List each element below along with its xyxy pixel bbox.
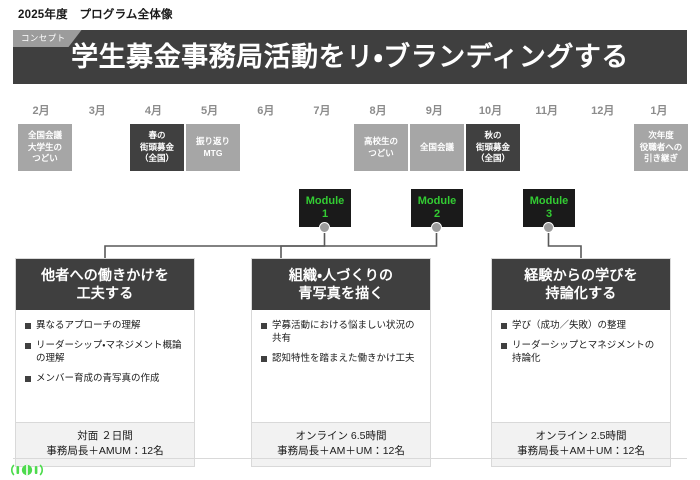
- module-box-1[interactable]: Module 1: [299, 189, 351, 227]
- bullet-square-icon: [261, 355, 267, 362]
- bullet-square-icon: [25, 375, 31, 382]
- brand-logo-icon: [10, 464, 44, 476]
- bullet-text: 異なるアプローチの理解: [36, 320, 141, 331]
- month-label: 9月: [425, 105, 443, 117]
- program-card-2[interactable]: 組織・人づくりの 青写真を描く 学募活動における悩ましい状況の共有 認知特性を踏…: [251, 258, 431, 467]
- banner-title: 学生募金事務局活動をリ・ブランディングする: [71, 42, 629, 72]
- bullet-square-icon: [261, 322, 267, 329]
- list-item: 学募活動における悩ましい状況の共有: [261, 319, 422, 345]
- timeline-event-box: 振り返り MTG: [186, 124, 240, 171]
- month-label: 11月: [535, 105, 558, 117]
- month-label: 2月: [32, 105, 50, 117]
- month-label: 1月: [650, 105, 668, 117]
- month-label: 4月: [144, 105, 162, 117]
- timeline-event-box: 高校生の つどい: [354, 124, 408, 171]
- month-label: 3月: [88, 105, 106, 117]
- list-item: 異なるアプローチの理解: [25, 319, 186, 332]
- bullet-text: リーダーシップとマネジメントの持論化: [512, 340, 655, 364]
- card-title: 組織・人づくりの 青写真を描く: [252, 259, 430, 310]
- list-item: 認知特性を踏まえた働きかけ工夫: [261, 352, 422, 365]
- list-item: メンバー育成の青写真の作成: [25, 372, 186, 385]
- card-bullet-list: 異なるアプローチの理解 リーダーシップ・マネジメント概論の理解 メンバー育成の青…: [16, 310, 194, 422]
- bullet-square-icon: [501, 322, 507, 329]
- card-footer: 対面 ２日間 事務局長＋AMUM：12名: [16, 422, 194, 466]
- footer-divider: [13, 458, 687, 459]
- month-label: 5月: [201, 105, 219, 117]
- timeline-event-box: 春の 街頭募金 （全国）: [130, 124, 184, 171]
- month-label: 12月: [591, 105, 615, 117]
- module-box-2[interactable]: Module 2: [411, 189, 463, 227]
- module-connector-dot-1: [319, 222, 330, 233]
- bullet-text: メンバー育成の青写真の作成: [36, 373, 160, 384]
- concept-tab-label: コンセプト: [13, 30, 82, 47]
- bullet-text: 認知特性を踏まえた働きかけ工夫: [272, 353, 415, 364]
- program-card-1[interactable]: 他者への働きかけを 工夫する 異なるアプローチの理解 リーダーシップ・マネジメン…: [15, 258, 195, 467]
- list-item: リーダーシップとマネジメントの持論化: [501, 339, 662, 365]
- bullet-text: リーダーシップ・マネジメント概論の理解: [36, 340, 182, 364]
- card-footer: オンライン 6.5時間 事務局長＋AM＋UM：12名: [252, 422, 430, 466]
- timeline-event-box: 次年度 役職者への 引き継ぎ: [634, 124, 688, 171]
- timeline-event-row: 全国会議 大学生の つどい 春の 街頭募金 （全国） 振り返り MTG 高校生の…: [13, 124, 688, 176]
- card-footer: オンライン 2.5時間 事務局長＋AM＋UM：12名: [492, 422, 670, 466]
- month-label: 8月: [369, 105, 387, 117]
- bullet-text: 学募活動における悩ましい状況の共有: [272, 320, 415, 344]
- card-bullet-list: 学び（成功／失敗）の整理 リーダーシップとマネジメントの持論化: [492, 310, 670, 422]
- timeline-event-box: 全国会議: [410, 124, 464, 171]
- bullet-square-icon: [501, 342, 507, 349]
- module-connector-dot-2: [431, 222, 442, 233]
- card-title: 経験からの学びを 持論化する: [492, 259, 670, 310]
- month-label: 7月: [313, 105, 331, 117]
- page-title: 2025年度 プログラム全体像: [18, 9, 173, 21]
- list-item: リーダーシップ・マネジメント概論の理解: [25, 339, 186, 365]
- module-box-3[interactable]: Module 3: [523, 189, 575, 227]
- month-label: 6月: [257, 105, 275, 117]
- card-bullet-list: 学募活動における悩ましい状況の共有 認知特性を踏まえた働きかけ工夫: [252, 310, 430, 422]
- timeline-event-box: 秋の 街頭募金 （全国）: [466, 124, 520, 171]
- bullet-text: 学び（成功／失敗）の整理: [512, 320, 627, 331]
- card-title: 他者への働きかけを 工夫する: [16, 259, 194, 310]
- module-connector-dot-3: [543, 222, 554, 233]
- list-item: 学び（成功／失敗）の整理: [501, 319, 662, 332]
- concept-banner: 学生募金事務局活動をリ・ブランディングする: [13, 30, 687, 84]
- bullet-square-icon: [25, 322, 31, 329]
- timeline-month-row: 2月 3月 4月 5月 6月 7月 8月 9月 10月 11月 12月 1月: [13, 103, 687, 119]
- month-label: 10月: [478, 105, 503, 117]
- timeline-event-box: 全国会議 大学生の つどい: [18, 124, 72, 171]
- program-card-3[interactable]: 経験からの学びを 持論化する 学び（成功／失敗）の整理 リーダーシップとマネジメ…: [491, 258, 671, 467]
- bullet-square-icon: [25, 342, 31, 349]
